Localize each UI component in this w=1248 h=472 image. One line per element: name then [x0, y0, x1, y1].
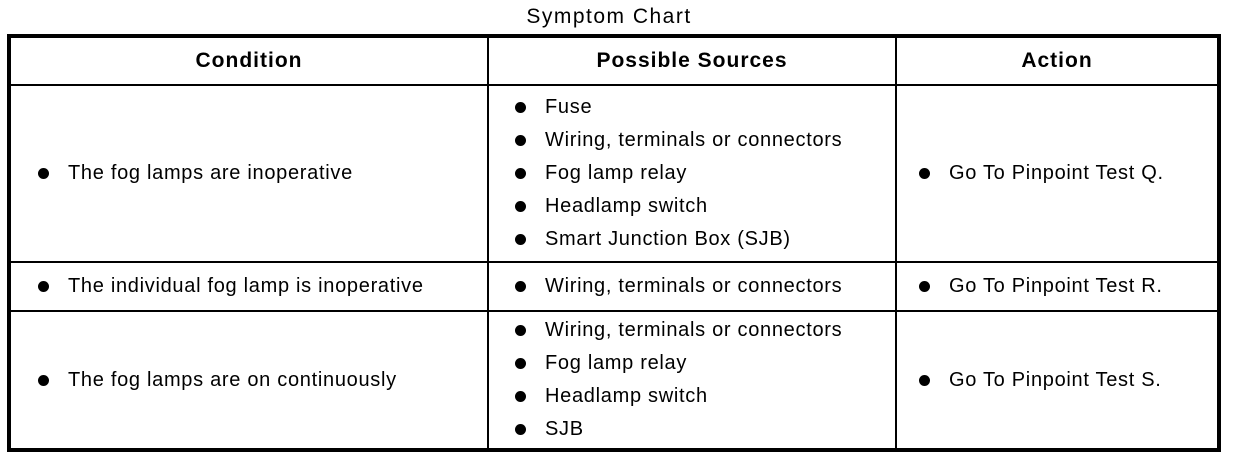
list-item: Go To Pinpoint Test Q.: [897, 157, 1217, 190]
list-item: Wiring, terminals or connectors: [489, 124, 895, 157]
possible-sources-cell: Fuse Wiring, terminals or connectors Fog…: [487, 84, 897, 263]
list-item: The fog lamps are on continuously: [11, 364, 487, 397]
list-item: Fog lamp relay: [489, 347, 895, 380]
condition-cell: The fog lamps are on continuously: [8, 310, 489, 451]
bullet-icon: [919, 168, 930, 179]
list-item: Fog lamp relay: [489, 157, 895, 190]
action-cell: Go To Pinpoint Test S.: [895, 310, 1220, 451]
possible-sources-cell: Wiring, terminals or connectors: [487, 261, 897, 312]
list-item: SJB: [489, 413, 895, 446]
bullet-icon: [38, 281, 49, 292]
list-item: Headlamp switch: [489, 380, 895, 413]
condition-cell: The individual fog lamp is inoperative: [8, 261, 489, 312]
action-text: Go To Pinpoint Test Q.: [949, 162, 1164, 184]
source-text: Headlamp switch: [545, 385, 708, 407]
action-cell: Go To Pinpoint Test R.: [895, 261, 1220, 312]
source-text: Smart Junction Box (SJB): [545, 228, 791, 250]
list-item: The fog lamps are inoperative: [11, 157, 487, 190]
bullet-icon: [38, 168, 49, 179]
source-text: Wiring, terminals or connectors: [545, 319, 843, 341]
list-item: Go To Pinpoint Test R.: [897, 270, 1217, 303]
bullet-icon: [515, 325, 526, 336]
source-text: SJB: [545, 418, 584, 440]
source-text: Fuse: [545, 96, 593, 118]
condition-text: The fog lamps are inoperative: [68, 162, 353, 184]
bullet-icon: [919, 374, 930, 386]
page-title: Symptom Chart: [526, 5, 692, 28]
bullet-icon: [38, 374, 49, 386]
table-row: The individual fog lamp is inoperative W…: [8, 261, 1220, 312]
bullet-icon: [515, 424, 526, 435]
symptom-chart-table: Condition Possible Sources Action The fo…: [7, 34, 1221, 452]
list-item: Wiring, terminals or connectors: [489, 314, 895, 347]
column-header-action: Action: [895, 35, 1220, 86]
bullet-icon: [515, 358, 526, 369]
column-header-possible-sources: Possible Sources: [487, 35, 897, 86]
column-header-condition: Condition: [8, 35, 489, 86]
list-item: Wiring, terminals or connectors: [489, 270, 895, 303]
source-text: Fog lamp relay: [545, 162, 688, 184]
bullet-icon: [515, 168, 526, 179]
list-item: Headlamp switch: [489, 190, 895, 223]
action-text: Go To Pinpoint Test R.: [949, 275, 1163, 297]
list-item: Go To Pinpoint Test S.: [897, 364, 1217, 397]
bullet-icon: [515, 102, 526, 113]
bullet-icon: [515, 391, 526, 402]
condition-text: The fog lamps are on continuously: [68, 368, 397, 391]
bullet-icon: [515, 281, 526, 292]
action-text: Go To Pinpoint Test S.: [949, 368, 1162, 391]
source-text: Wiring, terminals or connectors: [545, 275, 843, 297]
source-text: Fog lamp relay: [545, 352, 688, 374]
action-cell: Go To Pinpoint Test Q.: [895, 84, 1220, 263]
condition-text: The individual fog lamp is inoperative: [68, 275, 424, 297]
bullet-icon: [515, 201, 526, 212]
source-text: Wiring, terminals or connectors: [545, 129, 843, 151]
header-row: Condition Possible Sources Action: [8, 35, 1220, 86]
list-item: The individual fog lamp is inoperative: [11, 270, 487, 303]
possible-sources-cell: Wiring, terminals or connectors Fog lamp…: [487, 310, 897, 451]
bullet-icon: [515, 135, 526, 146]
table-row: The fog lamps are on continuously Wiring…: [8, 310, 1220, 451]
bullet-icon: [919, 281, 930, 292]
condition-cell: The fog lamps are inoperative: [8, 84, 489, 263]
source-text: Headlamp switch: [545, 195, 708, 217]
list-item: Fuse: [489, 91, 895, 124]
list-item: Smart Junction Box (SJB): [489, 223, 895, 256]
table-row: The fog lamps are inoperative Fuse Wirin…: [8, 84, 1220, 263]
bullet-icon: [515, 234, 526, 245]
